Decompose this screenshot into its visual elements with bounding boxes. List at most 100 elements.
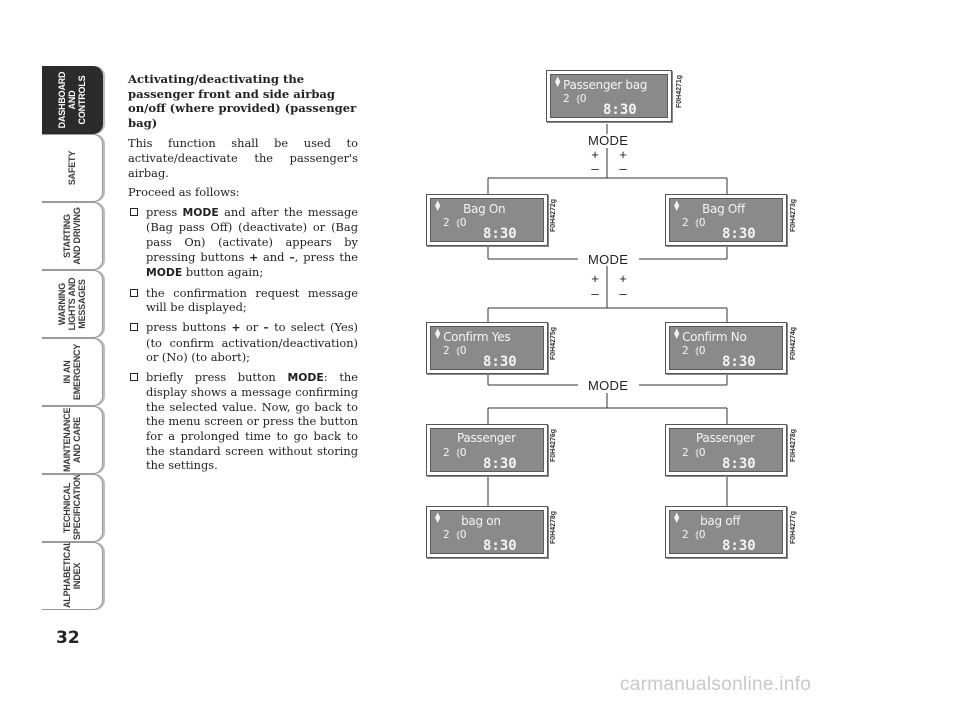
tab-maintenance-and-care[interactable]: MAINTENANCE AND CARE xyxy=(42,406,103,474)
text-run: , press the xyxy=(294,249,358,264)
lcd-screen: ▲︎▼︎Confirm Yes 2 ⦅O 8:30 xyxy=(430,326,544,370)
tab-starting-and-driving[interactable]: STARTING AND DRIVING xyxy=(42,202,103,270)
lcd-time: 8:30 xyxy=(722,226,756,242)
lcd-screen: ▲︎▼︎Passenger bag 2 ⦅O 8:30 xyxy=(550,74,668,118)
watermark: carmanualsonline.info xyxy=(620,674,812,695)
lcd-text: Bag Off xyxy=(702,202,745,216)
key-name: – xyxy=(289,250,295,264)
tab-label: WARNING LIGHTS AND MESSAGES xyxy=(57,277,87,331)
tab-label: MAINTENANCE AND CARE xyxy=(62,407,82,472)
lcd-time: 8:30 xyxy=(603,102,637,118)
menu-flow-diagram: MODE + – + – MODE + – + – MODE ▲︎▼︎Passe… xyxy=(420,60,820,580)
lcd-line1: ▲︎▼︎Bag On xyxy=(435,200,541,217)
plus-sign: + xyxy=(619,147,627,162)
lcd-text: bag on xyxy=(461,514,501,528)
lcd-line2: 2 ⦅O xyxy=(443,528,467,541)
text-run: to select (Yes) (to confirm activation/d… xyxy=(146,319,358,365)
lcd-time: 8:30 xyxy=(483,538,517,554)
plus-sign: + xyxy=(591,271,599,286)
lcd-screen: ▲︎▼︎bag on 2 ⦅O 8:30 xyxy=(430,510,544,554)
lcd-line1: ▲︎▼︎bag on xyxy=(435,512,541,529)
lcd-text: Confirm Yes xyxy=(443,330,511,344)
mode-label: MODE xyxy=(588,252,629,267)
lcd-screen: ▲︎▼︎ bag off 2 ⦅O 8:30 xyxy=(669,510,783,554)
lcd-line1: ▲︎▼︎Passenger bag xyxy=(555,76,665,93)
lcd-line1: Passenger xyxy=(457,431,516,445)
key-name: + xyxy=(249,250,259,264)
text-run: and xyxy=(258,249,290,264)
key-name: MODE xyxy=(146,266,183,280)
connector-lines xyxy=(487,124,728,506)
lcd-screen: ▲︎▼︎Bag Off 2 ⦅O 8:30 xyxy=(669,198,783,242)
lcd-confirm-no: ▲︎▼︎Confirm No 2 ⦅O 8:30 xyxy=(665,322,787,374)
tab-label: STARTING AND DRIVING xyxy=(62,207,82,265)
text-run: or xyxy=(240,319,264,334)
lcd-line2: 2 ⦅O xyxy=(443,446,467,459)
intro-paragraph: This function shall be used to activate/… xyxy=(128,136,358,180)
list-item: the confirmation request message will be… xyxy=(128,286,358,315)
lcd-line1: ▲︎▼︎ Bag Off xyxy=(674,199,780,217)
lcd-bag-on: ▲︎▼︎Bag On 2 ⦅O 8:30 xyxy=(426,194,548,246)
tab-dashboard-and-controls[interactable]: DASHBOARD AND CONTROLS xyxy=(42,66,103,134)
lcd-text: Confirm No xyxy=(682,330,747,344)
mode-label: MODE xyxy=(588,133,629,148)
updown-arrow-icon: ▲︎▼︎ xyxy=(674,511,680,524)
tab-in-an-emergency[interactable]: IN AN EMERGENCY xyxy=(42,338,103,406)
tab-warning-lights[interactable]: WARNING LIGHTS AND MESSAGES xyxy=(42,270,103,338)
figure-code: F0H4274g xyxy=(790,326,797,360)
key-name: MODE xyxy=(182,205,219,219)
figure-code: F0H4273g xyxy=(790,198,797,232)
instructions-text: Activating/deactivating the passenger fr… xyxy=(128,72,358,478)
figure-code: F0H4272g xyxy=(550,198,557,232)
tab-safety[interactable]: SAFETY xyxy=(42,134,103,202)
tab-label: TECHNICAL SPECIFICATIONS xyxy=(62,474,82,540)
lcd-line1: ▲︎▼︎ bag off xyxy=(674,511,780,529)
figure-code: F0H4275g xyxy=(550,326,557,360)
lcd-passenger-bag: ▲︎▼︎Passenger bag 2 ⦅O 8:30 xyxy=(546,70,672,122)
lcd-line2: 2 ⦅O xyxy=(443,344,467,357)
tab-technical-specifications[interactable]: TECHNICAL SPECIFICATIONS xyxy=(42,474,103,542)
figure-code: F0H4278g xyxy=(790,428,797,462)
updown-arrow-icon: ▲︎▼︎ xyxy=(674,199,680,212)
tab-label: SAFETY xyxy=(67,150,77,186)
figure-code: F0H4278g xyxy=(550,510,557,544)
lcd-text: bag off xyxy=(700,514,741,528)
minus-sign: – xyxy=(591,286,599,301)
lcd-screen: ▲︎▼︎Bag On 2 ⦅O 8:30 xyxy=(430,198,544,242)
lcd-text: Passenger bag xyxy=(563,78,648,92)
list-item: press buttons + or – to select (Yes) (to… xyxy=(128,320,358,365)
text-run: briefly press button xyxy=(146,369,288,384)
lcd-time: 8:30 xyxy=(722,538,756,554)
page-number: 32 xyxy=(56,628,80,648)
lcd-time: 8:30 xyxy=(722,456,756,472)
lcd-line1: ▲︎▼︎Confirm No xyxy=(674,327,780,345)
lcd-time: 8:30 xyxy=(483,456,517,472)
lcd-line2: 2 ⦅O xyxy=(682,344,706,357)
lcd-line2: 2 ⦅O xyxy=(443,216,467,229)
plus-sign: + xyxy=(619,271,627,286)
lcd-bag-off: ▲︎▼︎Bag Off 2 ⦅O 8:30 xyxy=(665,194,787,246)
text-run: press buttons xyxy=(146,319,232,334)
lcd-confirm-yes: ▲︎▼︎Confirm Yes 2 ⦅O 8:30 xyxy=(426,322,548,374)
lcd-screen: Passenger 2 ⦅O 8:30 xyxy=(430,428,544,472)
text-run: and after the message (Bag pass Off) (de… xyxy=(146,204,358,264)
lcd-passenger-left: Passenger 2 ⦅O 8:30 xyxy=(426,424,548,476)
key-name: MODE xyxy=(287,370,324,384)
figure-code: F0H4271g xyxy=(676,74,683,108)
lcd-screen: ▲︎▼︎Confirm No 2 ⦅O 8:30 xyxy=(669,326,783,370)
lcd-screen: Passenger 2 ⦅O 8:30 xyxy=(669,428,783,472)
minus-sign: – xyxy=(619,286,627,301)
list-item: briefly press button MODE: the display s… xyxy=(128,370,358,473)
lcd-line2: 2 ⦅O xyxy=(563,92,587,105)
figure-code: F0H4277g xyxy=(790,510,797,544)
lcd-time: 8:30 xyxy=(722,354,756,370)
updown-arrow-icon: ▲︎▼︎ xyxy=(674,327,680,340)
tab-alphabetical-index[interactable]: ALPHABETICAL INDEX xyxy=(42,542,103,610)
lcd-line1: ▲︎▼︎Confirm Yes xyxy=(435,327,541,345)
list-item: press MODE and after the message (Bag pa… xyxy=(128,205,358,281)
updown-arrow-icon: ▲︎▼︎ xyxy=(435,327,441,340)
text-run: button again; xyxy=(182,265,264,280)
lcd-line2: 2 ⦅O xyxy=(682,528,706,541)
lcd-time: 8:30 xyxy=(483,354,517,370)
plus-sign: + xyxy=(591,147,599,162)
